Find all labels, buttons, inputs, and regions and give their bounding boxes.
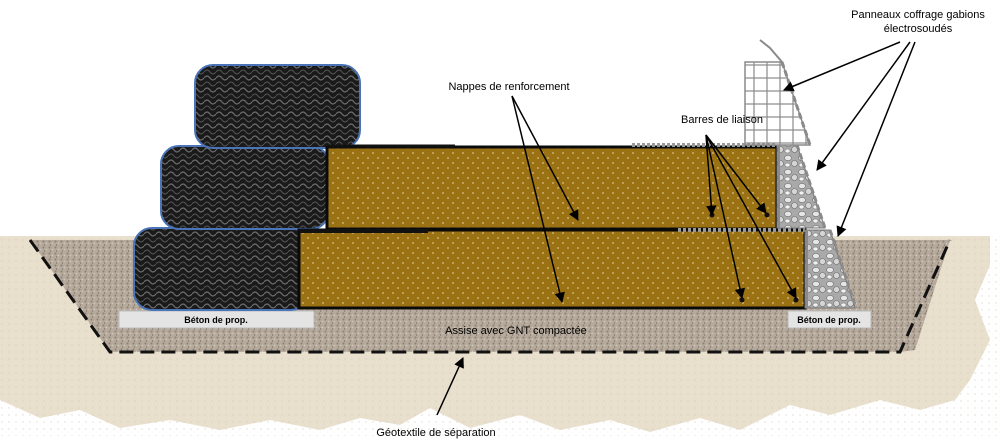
leader-arrows — [436, 41, 916, 416]
label-panneaux-line2: électrosoudés — [884, 23, 953, 35]
tie-bar-point — [739, 297, 745, 303]
label-nappes-renforcement: Nappes de renforcement — [448, 81, 569, 93]
tie-bar-point — [793, 297, 799, 303]
label-geotextile: Géotextile de séparation — [376, 427, 495, 439]
tire-top — [194, 64, 361, 149]
concrete-support-right — [787, 310, 872, 329]
label-barres-liaison: Barres de liaison — [681, 114, 763, 126]
tire-bottom — [133, 227, 310, 311]
reinforced-soil-layer-upper — [325, 145, 779, 231]
label-assise-gnt: Assise avec GNT compactée — [445, 325, 587, 337]
separation-geotextile — [28, 239, 952, 354]
reinforced-soil-layer-lower — [297, 228, 807, 310]
tire-middle — [160, 145, 330, 230]
label-beton-left: Béton de prop. — [184, 315, 248, 325]
label-panneaux-line1: Panneaux coffrage gabions — [851, 9, 985, 21]
label-beton-right: Béton de prop. — [797, 315, 861, 325]
welded-mesh-panels — [744, 39, 858, 309]
